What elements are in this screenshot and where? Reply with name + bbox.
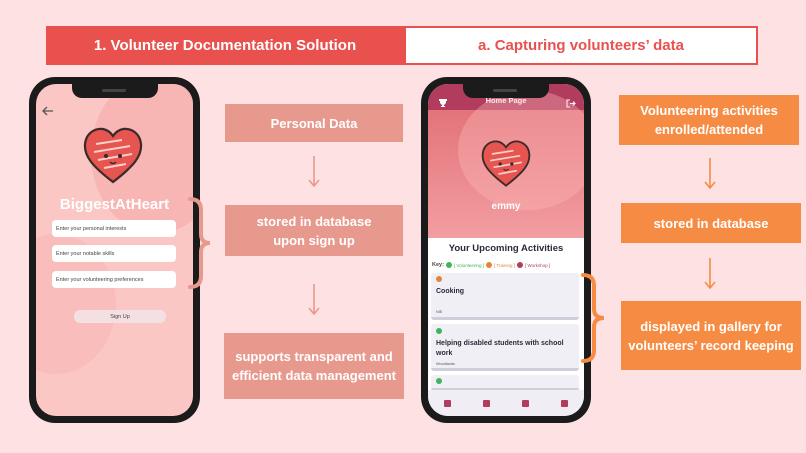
signup-phone-mockup: BiggestAtHeart Enter your personal inter…	[29, 77, 200, 423]
subsection-title: a. Capturing volunteers’ data	[404, 26, 758, 65]
username: emmy	[491, 201, 521, 212]
data-management-box: supports transparent and efficient data …	[224, 333, 404, 399]
trophy-icon[interactable]	[438, 95, 448, 113]
personal-data-box: Personal Data	[225, 104, 403, 142]
stored-on-signup-box: stored in database upon sign up	[225, 205, 403, 256]
logout-icon[interactable]	[566, 95, 576, 113]
activity-location: NIE	[436, 310, 443, 314]
home-screen: Home Page emmy Your Upcoming Activities …	[428, 84, 584, 416]
key-label: Key:	[432, 262, 444, 268]
activity-location: Woodlands	[436, 362, 455, 366]
bottom-navigation	[428, 390, 584, 416]
bookmark-icon[interactable]	[483, 399, 490, 407]
document-icon[interactable]	[522, 399, 529, 407]
activity-card[interactable]: Cooking NIE	[431, 273, 579, 320]
volunteering-dot-icon	[436, 378, 442, 384]
volunteering-dot-icon	[436, 328, 442, 334]
notable-skills-input[interactable]: Enter your notable skills	[52, 245, 176, 262]
volunteering-preferences-input[interactable]: Enter your volunteering preferences	[52, 271, 176, 288]
app-top-bar: Home Page	[428, 84, 584, 110]
arrow-down-icon	[308, 284, 320, 316]
workshop-dot-icon	[516, 262, 523, 268]
gallery-icon[interactable]	[561, 399, 568, 407]
volunteering-dot-icon	[445, 262, 452, 268]
key-workshop: [ Workshop ]	[524, 262, 551, 268]
key-volunteering: [ Volunteering ]	[453, 262, 484, 268]
heart-logo-icon	[82, 126, 144, 191]
brace-icon	[581, 273, 605, 363]
home-phone-mockup: Home Page emmy Your Upcoming Activities …	[421, 77, 591, 423]
activity-title: Helping disabled students with school wo…	[436, 340, 564, 357]
brace-icon	[188, 197, 211, 289]
profile-banner	[428, 90, 584, 238]
gallery-record-keeping-box: displayed in gallery for volunteers’ rec…	[621, 301, 801, 370]
upcoming-activities-heading: Your Upcoming Activities	[448, 243, 564, 254]
personal-interests-input[interactable]: Enter your personal interests	[52, 220, 176, 237]
activity-type-key: Key: [ Volunteering ] [ Training ] [ Wor…	[432, 262, 550, 268]
training-dot-icon	[436, 276, 442, 282]
key-training: [ Training ]	[493, 262, 515, 268]
activity-title: Cooking	[436, 288, 464, 295]
section-title: 1. Volunteer Documentation Solution	[46, 26, 404, 65]
arrow-down-icon	[308, 156, 320, 188]
arrow-down-icon	[704, 158, 716, 190]
heart-avatar-icon	[480, 139, 532, 194]
signup-button[interactable]: Sign Up	[74, 310, 166, 323]
stored-in-database-box: stored in database	[621, 203, 801, 243]
page-title: Home Page	[485, 96, 527, 105]
arrow-left-icon[interactable]	[42, 105, 54, 119]
activity-card[interactable]: Helping disabled students with school wo…	[431, 324, 579, 371]
app-name: BiggestAtHeart	[59, 196, 170, 213]
activity-card[interactable]	[431, 375, 579, 391]
training-dot-icon	[485, 262, 492, 268]
signup-screen: BiggestAtHeart Enter your personal inter…	[36, 84, 193, 416]
activities-enrolled-box: Volunteering activities enrolled/attende…	[619, 95, 799, 145]
arrow-down-icon	[704, 258, 716, 290]
add-activity-icon[interactable]	[444, 399, 451, 407]
